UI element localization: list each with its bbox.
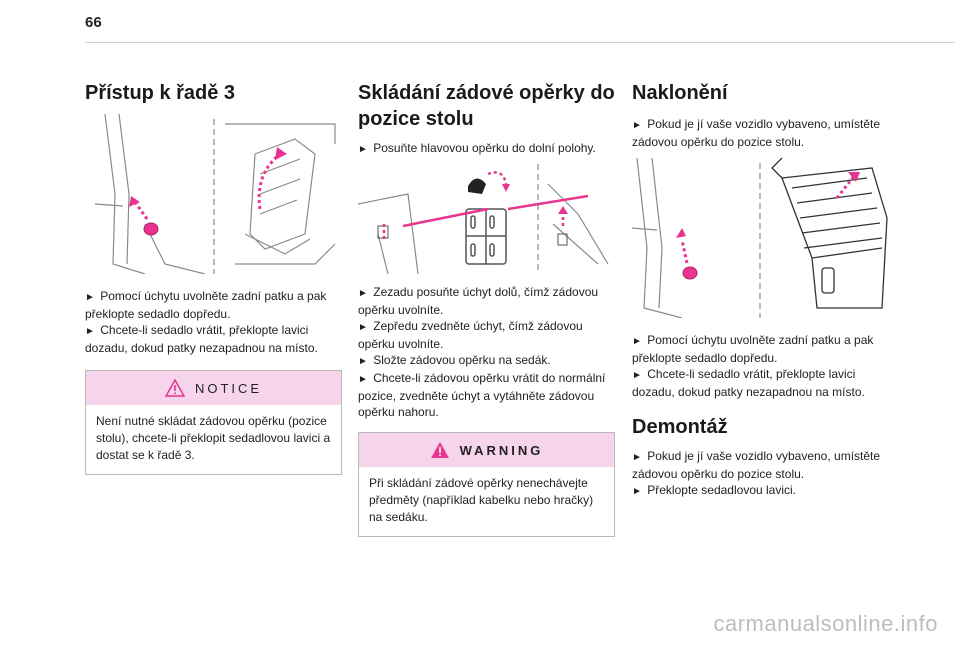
step-text: ► Chcete-li sedadlo vrátit, překlopte la…: [632, 367, 865, 399]
bullet-arrow-icon: ►: [358, 356, 368, 367]
warning-box: WARNING Při skládání zádové opěrky nenec…: [358, 432, 615, 537]
section-title-removal: Demontáž: [632, 416, 728, 438]
notice-header: NOTICE: [86, 371, 341, 405]
page-number: 66: [85, 14, 102, 31]
bullet-arrow-icon: ►: [632, 370, 642, 381]
notice-triangle-icon: [164, 379, 185, 397]
step-text: ► Pokud je jí vaše vozidlo vybaveno, umí…: [632, 117, 881, 149]
warning-title: WARNING: [459, 442, 544, 458]
step-text: ► Zezadu posuňte úchyt dolů, čímž zádovo…: [358, 285, 599, 317]
bullet-arrow-icon: ►: [358, 322, 368, 333]
section-title-access: Přístup k řadě 3: [85, 82, 236, 104]
top-rule: [85, 42, 955, 43]
step-text: ► Pomocí úchytu uvolněte zadní patku a p…: [632, 333, 874, 365]
backrest-fold-illustration: [358, 164, 609, 274]
notice-body: Není nutné skládat zádovou opěrku (pozic…: [96, 414, 331, 462]
bullet-arrow-icon: ►: [632, 336, 642, 347]
warning-header: WARNING: [359, 433, 614, 467]
notice-box: NOTICE Není nutné skládat zádovou opěrku…: [85, 370, 342, 475]
watermark: carmanualsonline.info: [713, 611, 938, 636]
warning-body: Při skládání zádové opěrky nenechávejte …: [369, 476, 594, 524]
seat-fold-forward-illustration: [94, 114, 336, 274]
step-text: ► Chcete-li zádovou opěrku vrátit do nor…: [358, 371, 606, 419]
step-text: ► Zepředu zvedněte úchyt, čímž zádovou o…: [358, 319, 583, 351]
bullet-arrow-icon: ►: [632, 120, 642, 131]
step-text: ► Složte zádovou opěrku na sedák.: [358, 353, 551, 367]
bullet-arrow-icon: ►: [85, 326, 95, 337]
bullet-arrow-icon: ►: [358, 288, 368, 299]
step-text: ► Překlopte sedadlovou lavici.: [632, 483, 797, 497]
step-text: ► Chcete-li sedadlo vrátit, překlopte la…: [85, 323, 318, 355]
seat-tilt-illustration: [632, 158, 888, 318]
section-title-table-position: Skládání zádové opěrky do pozice stolu: [358, 82, 615, 130]
bullet-arrow-icon: ►: [358, 374, 368, 385]
column-tilt: Naklonění ► Pokud je jí vaše vozidlo vyb…: [632, 80, 889, 500]
bullet-arrow-icon: ►: [358, 144, 368, 155]
section-title-tilt: Naklonění: [632, 82, 728, 104]
bullet-arrow-icon: ►: [632, 452, 642, 463]
warning-triangle-icon: [430, 442, 449, 458]
column-table-position: Skládání zádové opěrky do pozice stolu ►…: [358, 80, 615, 537]
step-text: ► Pomocí úchytu uvolněte zadní patku a p…: [85, 289, 327, 321]
bullet-arrow-icon: ►: [632, 486, 642, 497]
step-text: ► Pokud je jí vaše vozidlo vybaveno, umí…: [632, 449, 881, 481]
notice-title: NOTICE: [194, 380, 263, 396]
step-text: ► Posuňte hlavovou opěrku do dolní poloh…: [358, 141, 596, 155]
column-access-row-3: Přístup k řadě 3 ► Pomocí úchytu uvolnět…: [85, 80, 342, 475]
bullet-arrow-icon: ►: [85, 292, 95, 303]
